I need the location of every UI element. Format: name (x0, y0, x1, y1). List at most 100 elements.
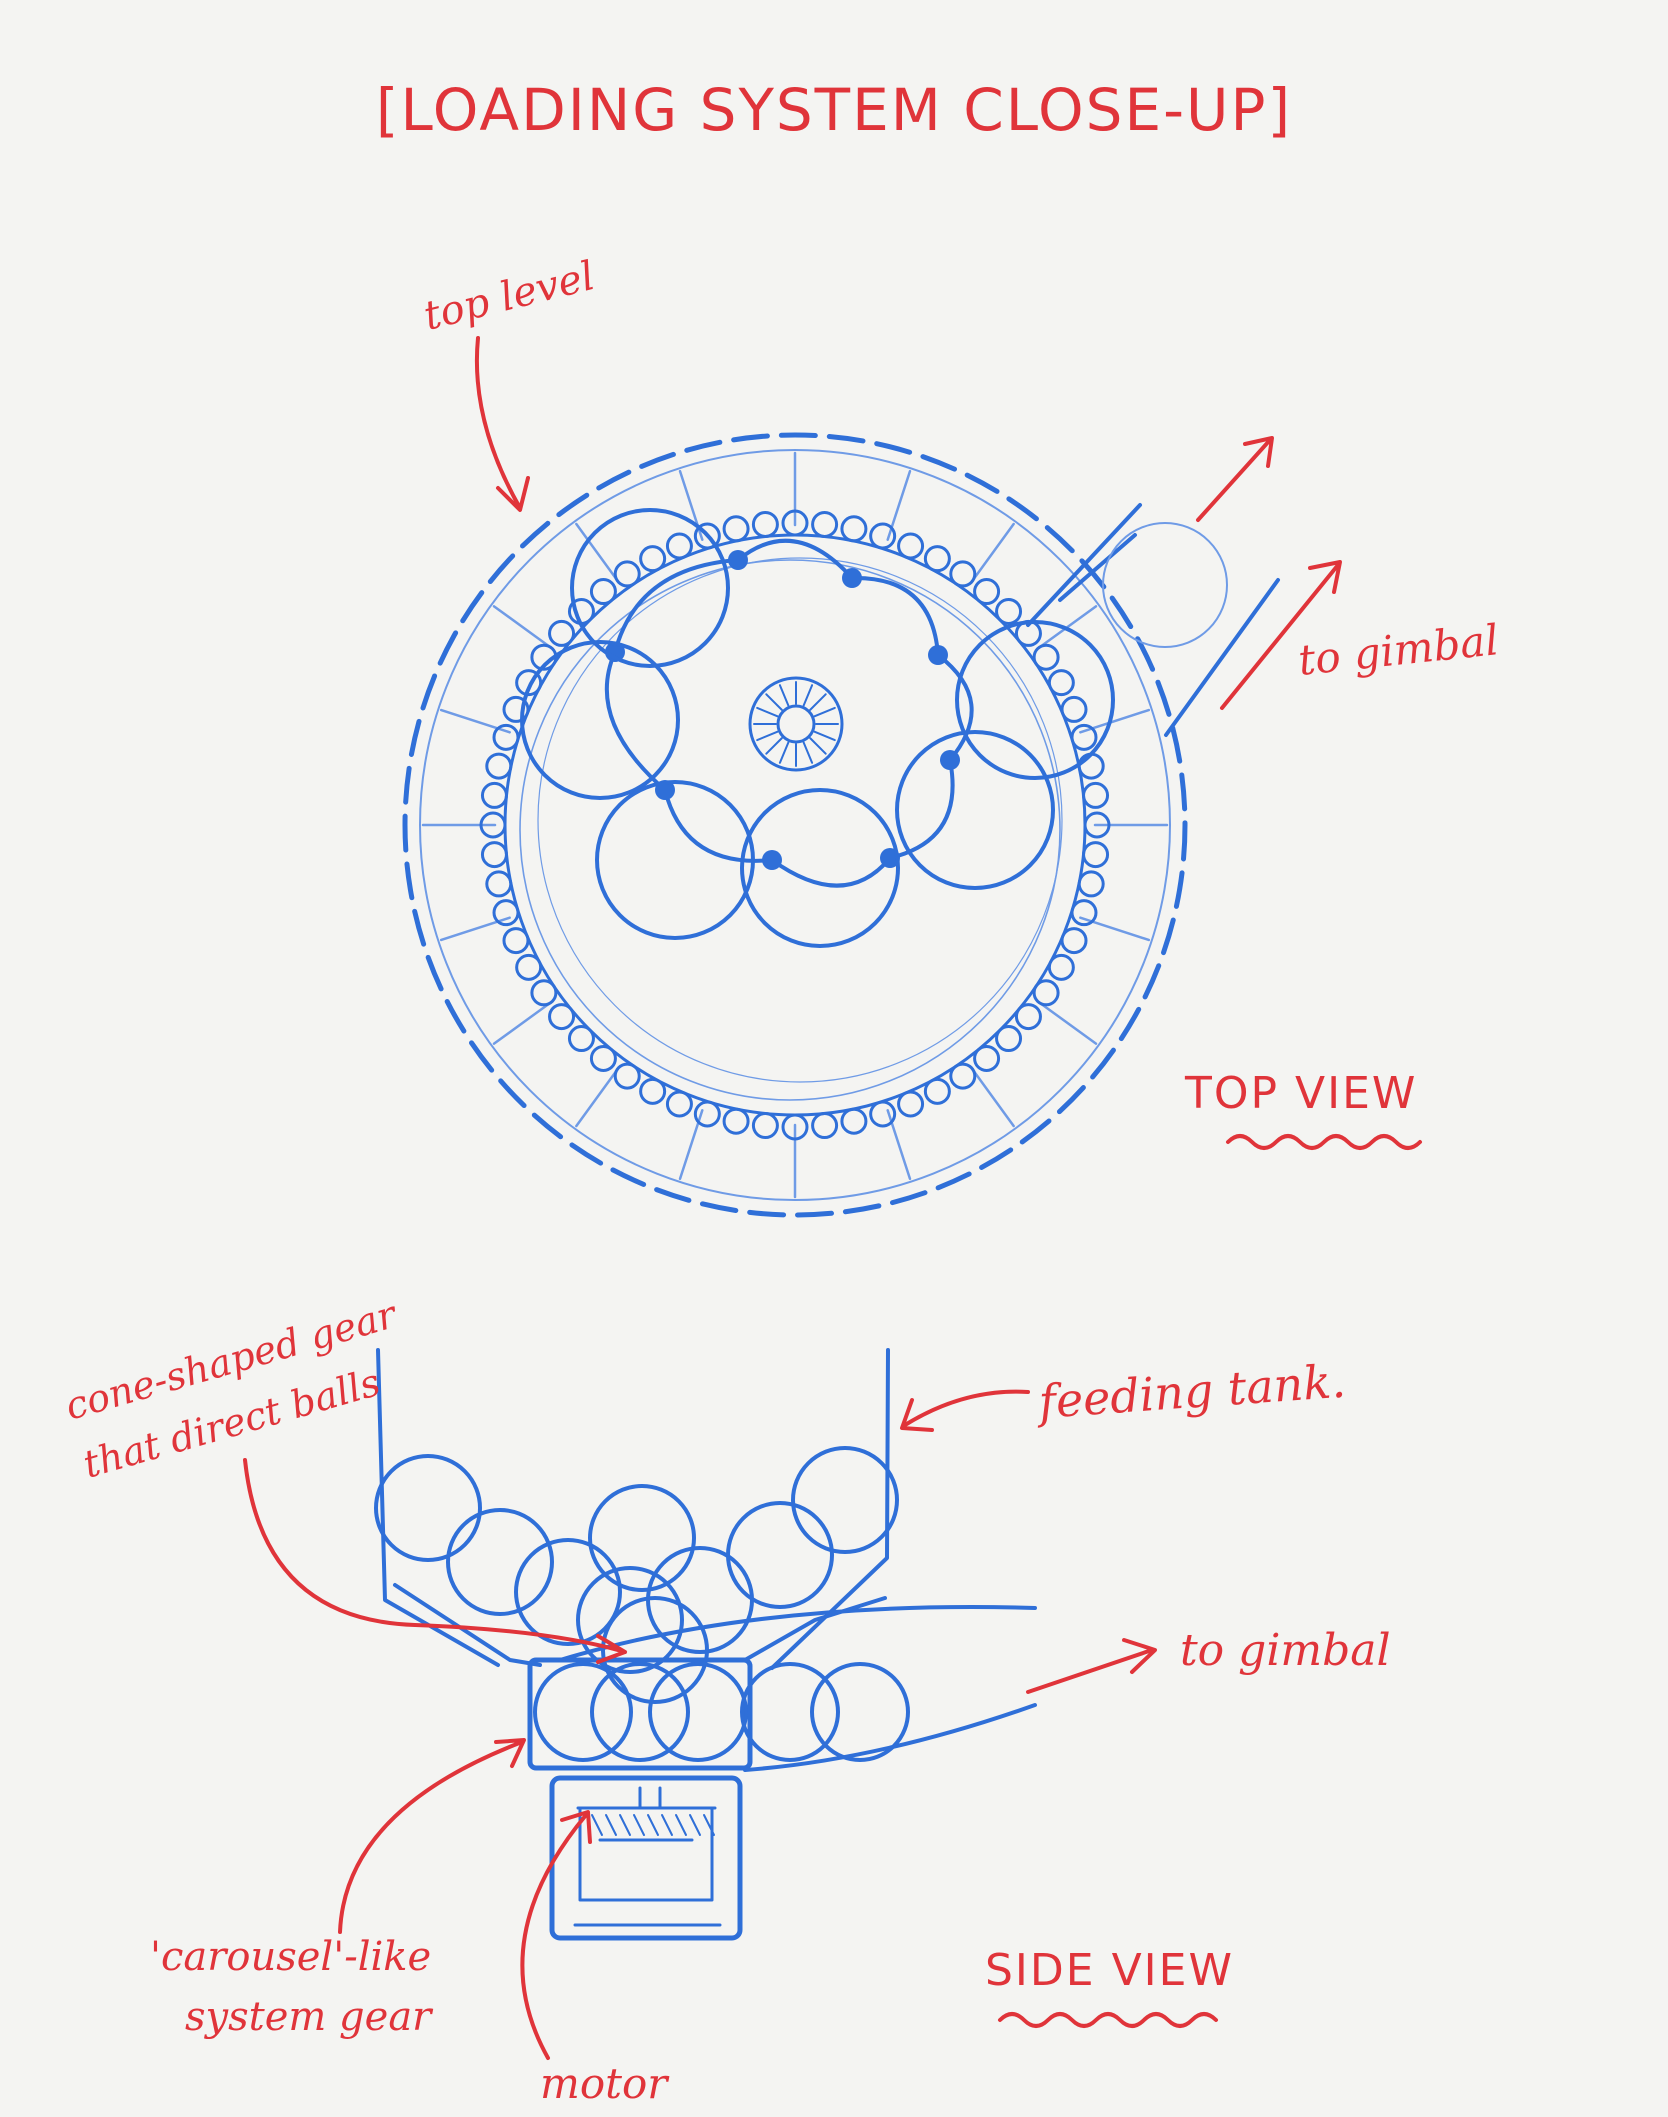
top-view-underline (1226, 1134, 1422, 1150)
carousel-ball (740, 1662, 840, 1762)
feeding-tank (376, 1348, 890, 1670)
ring-segment-tick (970, 1066, 1015, 1128)
bearing-ball (840, 515, 868, 543)
bearing-ball (480, 781, 508, 809)
side-view-drawing (374, 1348, 1037, 1941)
center-hub-spokes (753, 681, 839, 767)
motor-hatch-line (605, 1814, 617, 1836)
arrow-cone-gear (243, 1458, 627, 1664)
exit-chute (1026, 503, 1280, 737)
bearing-ball (665, 532, 693, 560)
carousel-ball (533, 1662, 633, 1762)
hub-spoke (809, 737, 827, 755)
bearing-ball (869, 522, 897, 550)
hub-spoke (802, 741, 814, 764)
arrow-top-exit (1196, 436, 1274, 522)
bearing-ball (492, 723, 520, 751)
bearing-ball (722, 1107, 750, 1135)
bearing-ball (1083, 811, 1111, 839)
feeding-tank-balls (374, 1446, 899, 1704)
bearing-ball (840, 1107, 868, 1135)
bearing-ball (751, 510, 779, 538)
center-hub-inner (776, 704, 816, 744)
arrow-carousel (338, 1738, 526, 1934)
bearing-ball (1070, 723, 1098, 751)
tank-ball (514, 1538, 622, 1646)
motor-hatch-line (661, 1814, 673, 1836)
bearing-ball (1077, 752, 1105, 780)
ring-segment-tick (575, 1066, 620, 1128)
hatched-ball (740, 788, 900, 948)
hub-spoke (778, 741, 790, 764)
hub-spoke (765, 737, 783, 755)
bearing-ball (949, 560, 977, 588)
hub-spoke (813, 706, 836, 718)
tank-ball (374, 1454, 482, 1562)
bearing-ball (1060, 695, 1088, 723)
callout-carousel-line1: 'carousel'-like (150, 1934, 431, 1980)
hub-spoke (756, 730, 779, 742)
hatched-ball (895, 730, 1055, 890)
bearing-ball (479, 811, 507, 839)
gear-pins (605, 550, 960, 870)
motor-hatch-line (689, 1814, 701, 1836)
bearing-ball (781, 509, 809, 537)
bearing-ball (869, 1100, 897, 1128)
bearing-ball (973, 1044, 1001, 1072)
callout-carousel-line2: system gear (185, 1994, 434, 2040)
hatched-ball (955, 620, 1115, 780)
bearing-ball (485, 752, 513, 780)
top-view-balls (520, 508, 1115, 948)
callout-top-to-gimbal: to gimbal (1296, 615, 1501, 685)
ring-segment-tick (1036, 1000, 1098, 1045)
motor-hatch-line (591, 1814, 603, 1836)
bearing-ball (1014, 1003, 1042, 1031)
bearing-ball (722, 515, 750, 543)
diagram-title: [LOADING SYSTEM CLOSE-UP] (376, 76, 1292, 144)
bearing-ball (1082, 841, 1110, 869)
exit-ball-ghost (1102, 522, 1228, 648)
arrow-feeding-tank (900, 1389, 1030, 1432)
bearing-ball (995, 597, 1023, 625)
top-view-label: TOP VIEW (1184, 1068, 1417, 1119)
ring-segment-tick (970, 522, 1015, 584)
tank-ball (588, 1484, 696, 1592)
top-outer-inner-ring (419, 449, 1171, 1201)
bearing-ball (923, 1077, 951, 1105)
motor-housing (549, 1775, 743, 1941)
arrow-motor (520, 1810, 592, 2060)
hub-spoke (813, 730, 836, 742)
bearing-ball (639, 1077, 667, 1105)
arrow-top-level (474, 336, 530, 512)
gear-pin (842, 568, 862, 588)
bearing-ball (949, 1062, 977, 1090)
bearing-ball (515, 953, 543, 981)
callout-side-to-gimbal: to gimbal (1180, 1625, 1391, 1676)
bearing-ball (548, 1003, 576, 1031)
hatched-ball (595, 780, 755, 940)
tank-ball (726, 1501, 834, 1609)
hub-spoke (765, 693, 783, 711)
bearing-ball (485, 870, 513, 898)
bearing-ball (811, 1112, 839, 1140)
top-view-drawing (402, 432, 1280, 1218)
motor-hatch-line (675, 1814, 687, 1836)
funnel-right (743, 1596, 887, 1662)
bearing-ball (973, 578, 1001, 606)
bearing-ball (515, 669, 543, 697)
ring-segment-ticks (421, 451, 1169, 1199)
hatched-ball (520, 640, 680, 800)
bearing-ball (548, 619, 576, 647)
callout-top-level: top level (419, 253, 599, 340)
bearing-ball (589, 578, 617, 606)
bearing-ball (693, 1100, 721, 1128)
bearing-ball (502, 927, 530, 955)
bearing-inner-edge (503, 533, 1087, 1117)
bearing-ball (502, 695, 530, 723)
bearing-ball (1060, 927, 1088, 955)
sketch-guide-circle-a (519, 559, 1061, 1101)
side-view-label: SIDE VIEW (985, 1945, 1234, 1996)
carousel-gear-body (527, 1657, 753, 1771)
